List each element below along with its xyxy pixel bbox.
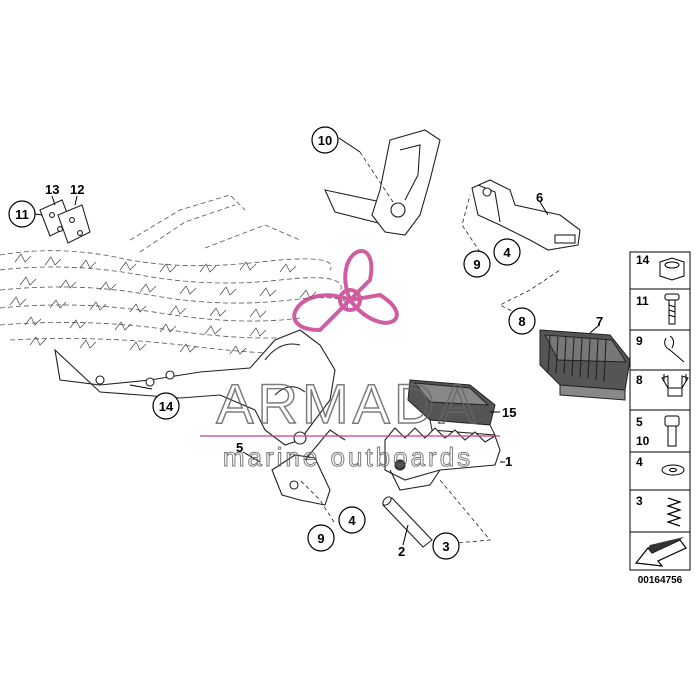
legend-9-label: 9 [636, 334, 643, 348]
watermark-tagline: marine outboards [223, 442, 473, 472]
callout-3: 3 [432, 532, 460, 560]
bracket-part-6 [471, 179, 581, 251]
watermark: ARMADA marine outboards [200, 249, 500, 473]
propeller-logo-icon [292, 249, 399, 333]
diagram-id: 00164756 [638, 575, 683, 586]
footpeg-rubber-part-15 [407, 379, 496, 436]
spring-icon [666, 497, 682, 527]
bracket-part-5 [271, 429, 346, 506]
phantom-hatching [9, 253, 317, 355]
callout-8-label: 8 [518, 314, 525, 329]
screw-icon [664, 293, 680, 325]
rubber-pad-part-7 [539, 329, 631, 401]
watermark-brand: ARMADA [216, 372, 480, 435]
legend-8-label: 8 [636, 373, 643, 387]
clamp-plates-13-12 [39, 199, 91, 244]
plain-labels: 13 12 6 7 15 5 1 2 [45, 182, 603, 559]
label-7: 7 [596, 314, 603, 329]
washer-icon [661, 464, 685, 476]
bolt-icon [664, 415, 680, 447]
leader-lines [34, 137, 599, 546]
callouts: 10 11 9 4 8 14 4 9 [8, 126, 536, 560]
label-12: 12 [70, 182, 84, 197]
callout-9-bot: 9 [307, 524, 335, 552]
label-5: 5 [236, 440, 243, 455]
callout-14-mid-label: 14 [159, 399, 174, 414]
callout-14-mid: 14 [152, 392, 180, 420]
pillion-bracket [324, 129, 441, 236]
clip-icon [664, 335, 685, 363]
phantom-frame [0, 194, 348, 354]
hardware-legend: 14 11 9 8 5 10 4 [629, 251, 691, 586]
callout-4-top: 4 [493, 238, 521, 266]
legend-4-label: 4 [636, 455, 643, 469]
legend-11-label: 11 [636, 294, 649, 308]
legend-3-label: 3 [636, 494, 643, 508]
callout-11-label: 11 [15, 207, 29, 222]
label-6: 6 [536, 190, 543, 205]
direction-arrow-icon [632, 534, 688, 568]
callout-4-top-label: 4 [503, 245, 511, 260]
pin-part-2 [382, 496, 433, 548]
callout-9-top: 9 [463, 250, 491, 278]
label-13: 13 [45, 182, 59, 197]
label-2: 2 [398, 544, 405, 559]
frame-bracket [54, 329, 336, 446]
hex-nut-icon [659, 257, 685, 281]
clamp-icon [661, 374, 689, 397]
label-15: 15 [502, 405, 516, 420]
callout-3-label: 3 [442, 539, 449, 554]
callout-4-bot-label: 4 [348, 513, 356, 528]
callout-10-top: 10 [311, 126, 339, 154]
callout-10-top-label: 10 [318, 133, 332, 148]
label-1: 1 [505, 454, 512, 469]
callout-11: 11 [8, 200, 36, 228]
callout-9-top-label: 9 [473, 257, 480, 272]
callout-8: 8 [508, 307, 536, 335]
legend-5-label: 5 [636, 415, 643, 429]
callout-9-bot-label: 9 [317, 531, 324, 546]
legend-10-label: 10 [636, 434, 650, 448]
legend-14-label: 14 [636, 253, 650, 267]
callout-4-bot: 4 [338, 506, 366, 534]
